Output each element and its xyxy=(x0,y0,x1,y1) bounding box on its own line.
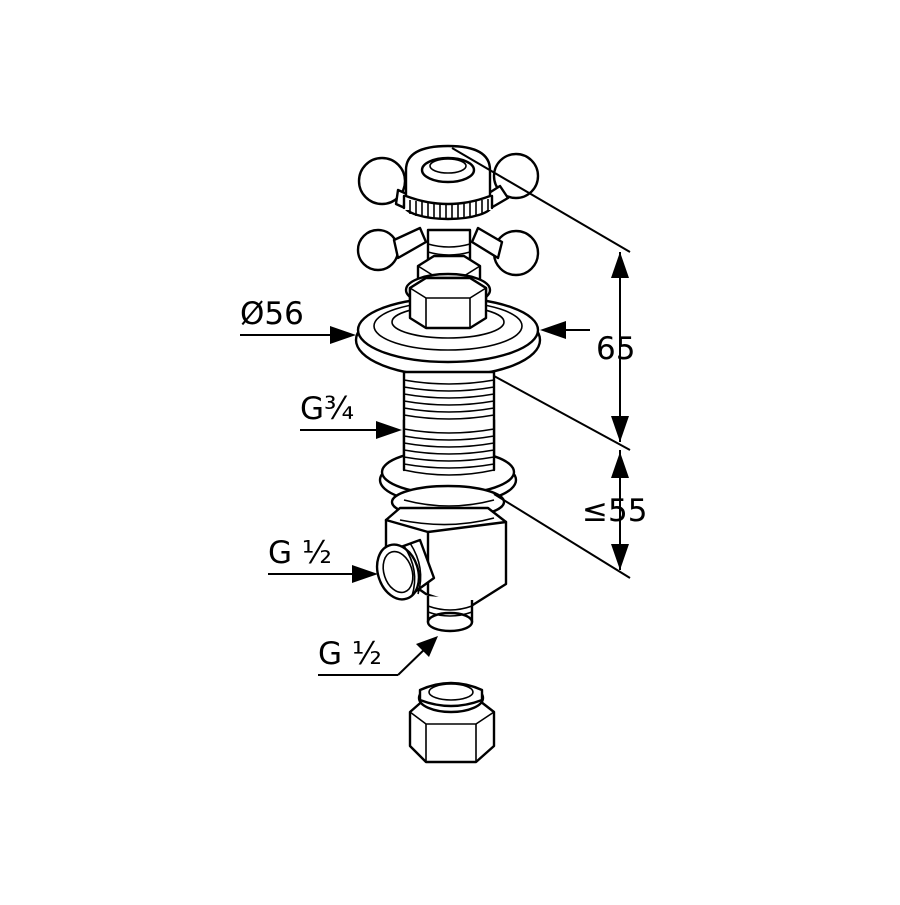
height-total-label: 65 xyxy=(596,331,635,367)
height-max-label: ≤55 xyxy=(582,493,647,529)
side-outlet-thread-label: G ½ xyxy=(268,535,332,571)
shaft-thread-label: G¾ xyxy=(300,391,354,427)
cross-handle xyxy=(356,144,540,277)
diameter-label: Ø56 xyxy=(240,296,304,332)
bottom-outlet xyxy=(426,596,474,633)
side-outlet xyxy=(375,538,436,601)
lock-washer xyxy=(378,418,518,520)
cover-rosette xyxy=(354,276,542,378)
dimension-lines xyxy=(240,147,631,676)
union-nut xyxy=(408,681,496,764)
bottom-outlet-thread-label: G ½ xyxy=(318,636,382,672)
